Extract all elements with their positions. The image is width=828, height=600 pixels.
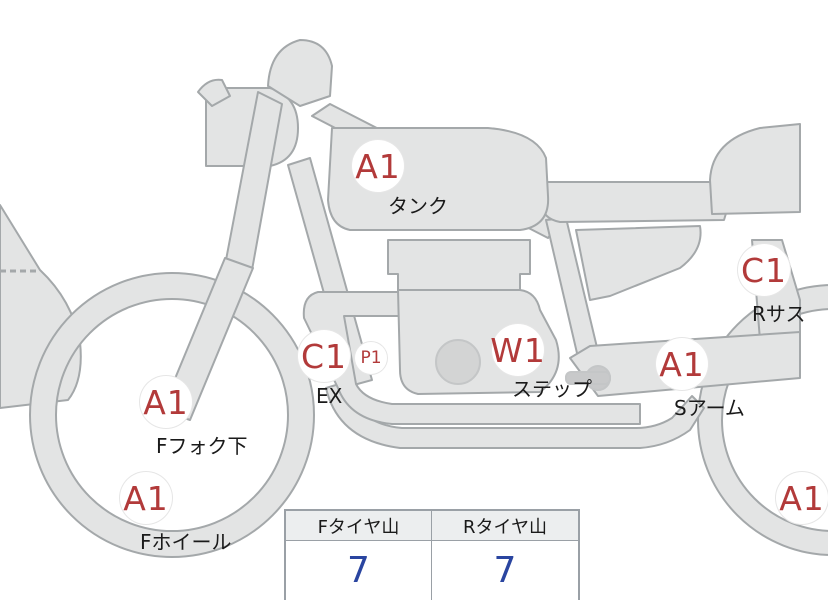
- label-swing-arm: Sアーム: [674, 396, 745, 420]
- step-bar: [565, 371, 611, 385]
- label-tank: タンク: [388, 194, 448, 218]
- grade-badge-tank: A1: [352, 140, 404, 192]
- front-fork-lower: [161, 257, 254, 421]
- sub-grade-badge-exhaust: P1: [355, 342, 387, 374]
- header-rear-tire: Rタイヤ山: [432, 511, 578, 541]
- side-cover: [575, 225, 702, 301]
- value-front-tire: 7: [286, 541, 432, 600]
- grade-badge-rear-suspension: C1: [738, 244, 790, 296]
- engine-sprocket: [435, 339, 481, 385]
- grade-badge-step: W1: [490, 324, 545, 376]
- tire-tread-table: Fタイヤ山 Rタイヤ山 7 7: [284, 509, 580, 600]
- header-front-tire: Fタイヤ山: [286, 511, 432, 541]
- label-exhaust: EX: [316, 384, 343, 408]
- label-step: ステップ: [512, 377, 592, 401]
- label-rear-suspension: Rサス: [752, 302, 806, 326]
- meter: [267, 39, 333, 107]
- grade-badge-exhaust: C1: [298, 330, 350, 382]
- engine-cylinder: [387, 239, 531, 291]
- exhaust-pipe: [302, 291, 641, 425]
- grade-badge-front-wheel: A1: [120, 472, 172, 524]
- rear-seat: [709, 123, 801, 215]
- front-wheel: [29, 272, 315, 558]
- grade-badge-swing-arm: A1: [656, 338, 708, 390]
- motorcycle-diagram: [0, 39, 828, 558]
- label-front-wheel: Fホイール: [140, 530, 232, 554]
- grade-badge-front-fork-lower: A1: [140, 376, 192, 428]
- grade-badge-rear-wheel: A1: [776, 472, 828, 524]
- front-strut: [197, 78, 231, 107]
- seat: [540, 180, 731, 223]
- value-rear-tire: 7: [493, 550, 517, 591]
- label-front-fork-lower: Fフォク下: [156, 434, 248, 458]
